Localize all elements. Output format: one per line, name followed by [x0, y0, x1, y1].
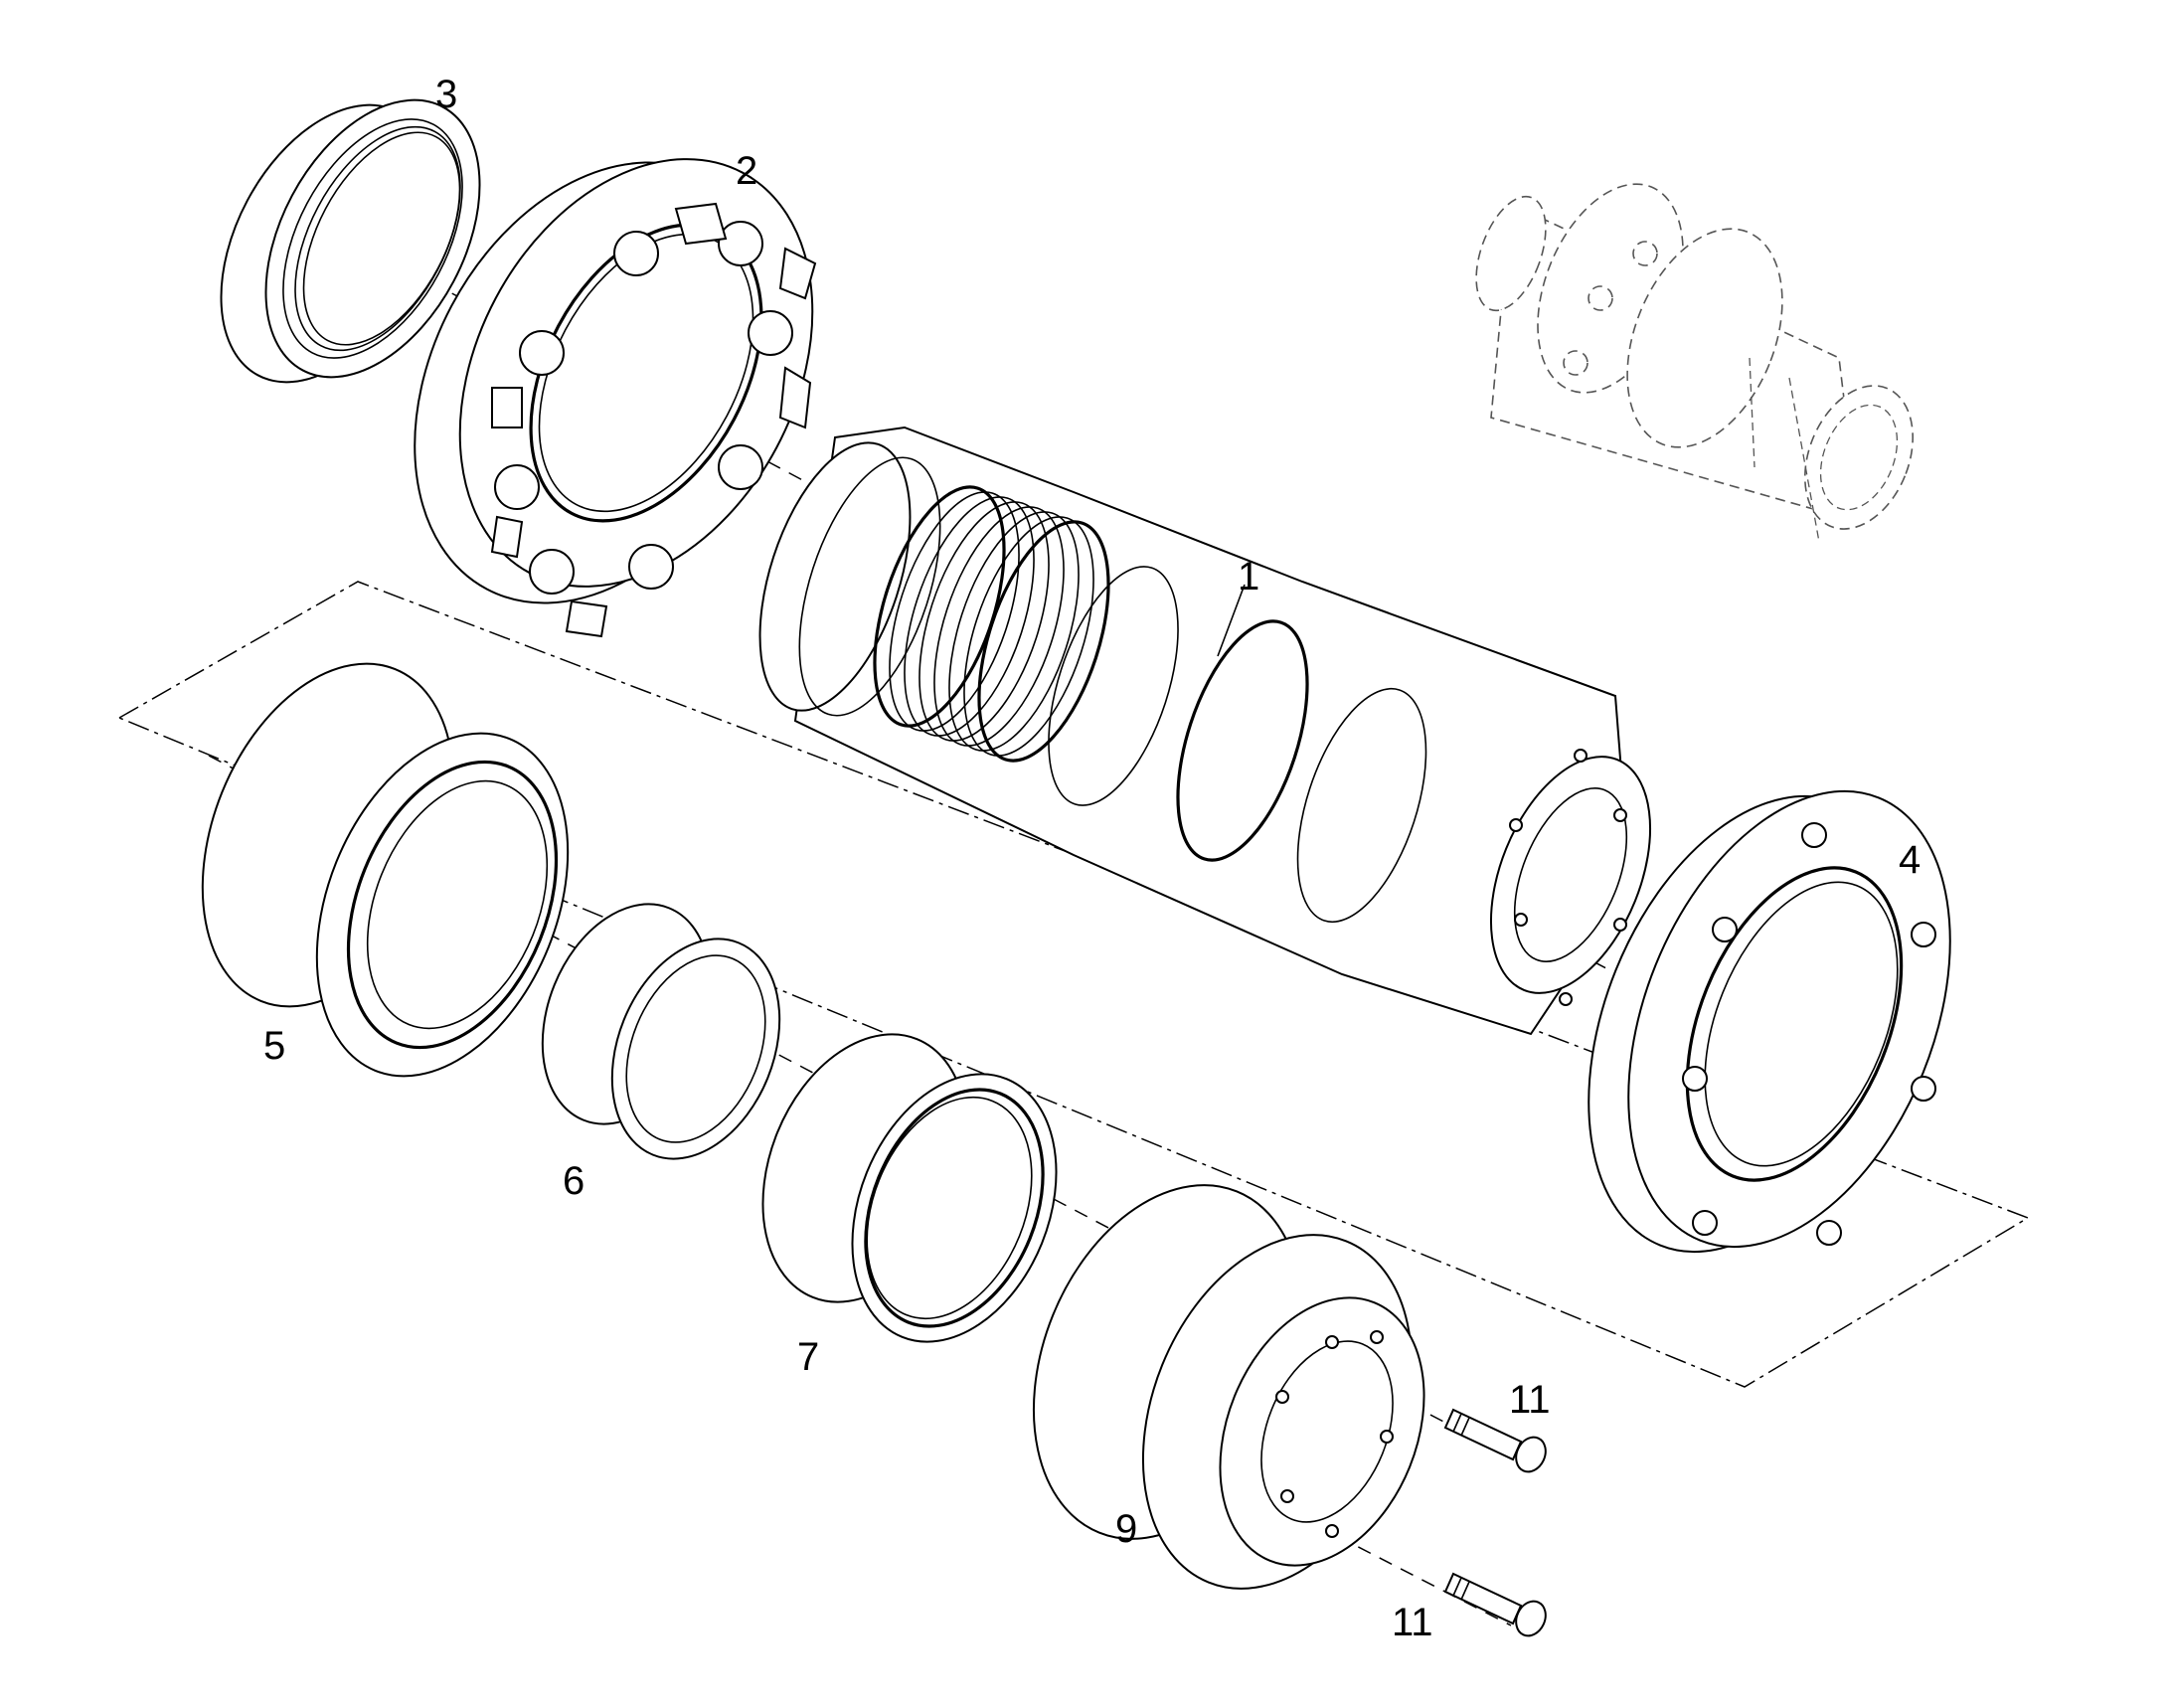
callout-part-2: 2 — [736, 149, 758, 193]
part-11-screw-upper — [1443, 1408, 1547, 1473]
callout-part-5: 5 — [263, 1024, 286, 1068]
part-2-coupling-flange — [414, 158, 817, 638]
callout-part-4: 4 — [1899, 838, 1922, 882]
callout-part-3: 3 — [435, 73, 458, 116]
leader-lines — [1217, 584, 1246, 657]
part-5-bearing-housing — [201, 662, 570, 1078]
callout-part-11-upper: 11 — [1509, 1378, 1551, 1422]
part-6-ring — [541, 903, 781, 1160]
callout-part-11-lower: 11 — [1392, 1601, 1433, 1644]
subassembly-boundary — [117, 581, 2030, 1388]
part-11-screw-lower — [1443, 1572, 1547, 1637]
part-3-lock-nut — [220, 98, 481, 384]
callout-part-6: 6 — [563, 1159, 585, 1203]
callout-part-7: 7 — [797, 1335, 820, 1379]
part-1-shaft — [758, 426, 1652, 1036]
part-7-sleeve — [761, 1033, 1058, 1343]
part-9-end-cap — [1032, 1184, 1425, 1590]
part-4-bearing-flange — [1588, 789, 1951, 1254]
callout-part-9: 9 — [1115, 1507, 1138, 1551]
callout-part-1: 1 — [1238, 555, 1260, 598]
assembly-overview-thumbnail — [1475, 183, 1915, 543]
